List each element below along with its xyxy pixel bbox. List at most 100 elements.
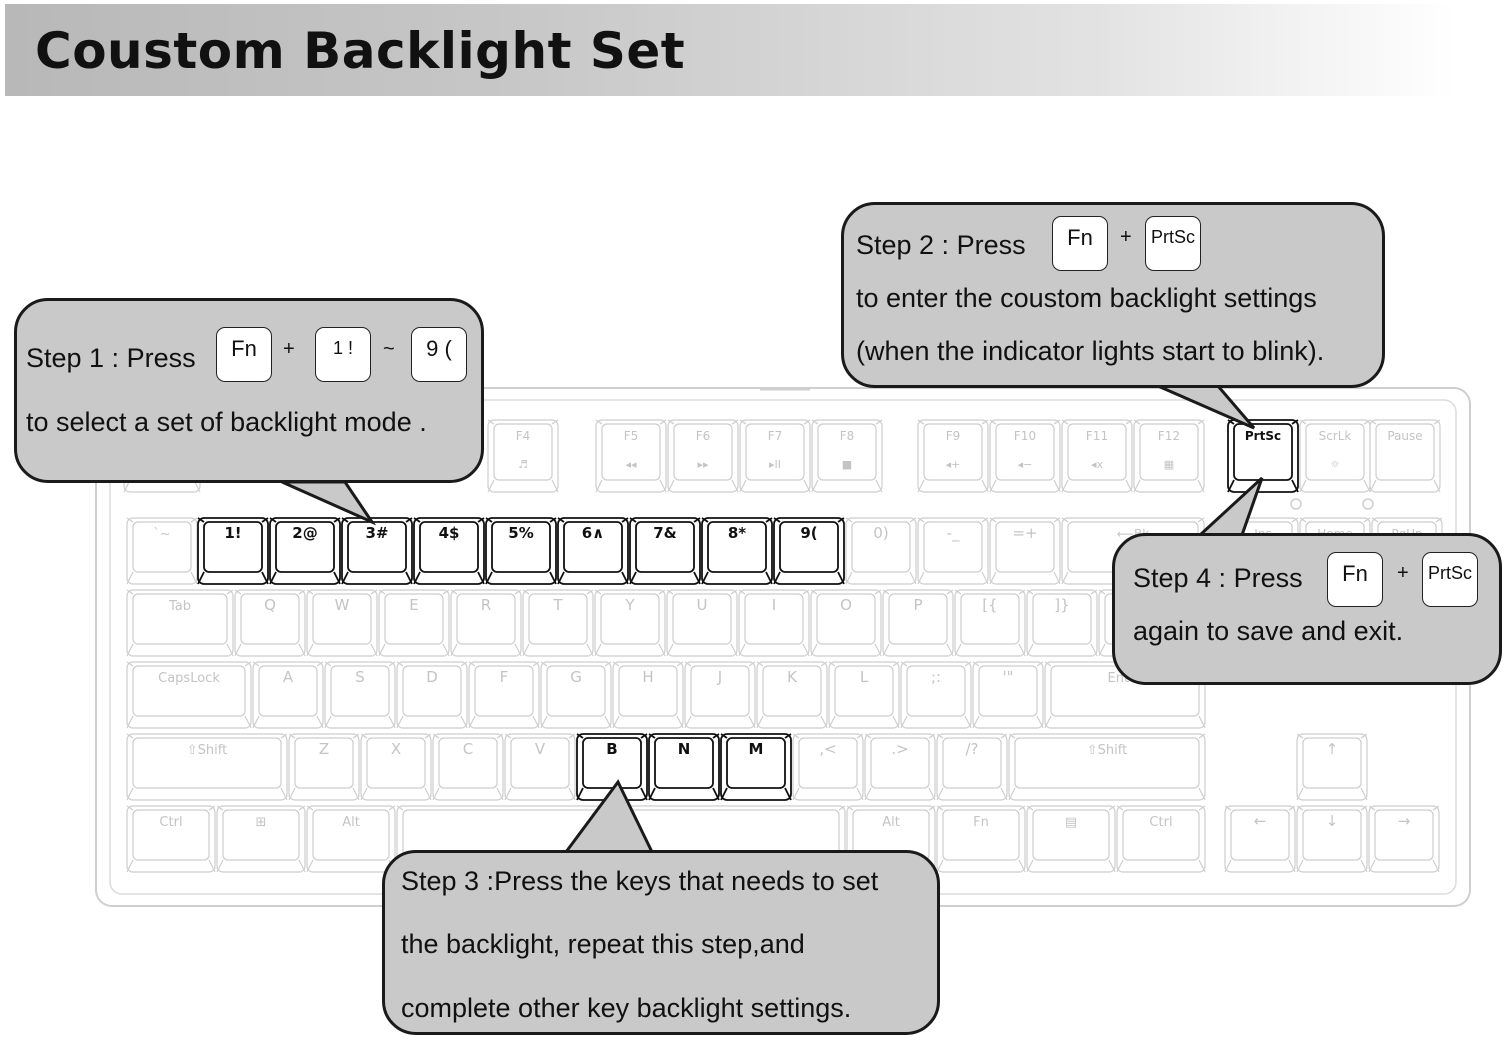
fkey-f12-sublabel: ▦ [1164, 458, 1174, 471]
numrow-key-3-label: 3# [365, 524, 388, 542]
qrow-key-2: W [306, 589, 378, 657]
fkey-f4-sublabel: ♬ [518, 458, 528, 471]
fkey-f10: F10 ◂− [989, 419, 1061, 493]
fkey-pause: Pause [1369, 419, 1441, 493]
zrow-key-8-label: ,< [819, 740, 836, 758]
left-shift-key-label: ⇧Shift [187, 743, 227, 758]
fkey-f10-sublabel: ◂− [1018, 458, 1033, 471]
qrow-key-11-label: [{ [982, 596, 997, 614]
numrow-key-6-label: 6∧ [582, 524, 605, 542]
numrow-key-7: 7& [629, 517, 701, 585]
fkey-f8-label: F8 [840, 429, 855, 443]
capslock-key: CapsLock [126, 661, 252, 729]
numrow-key-7-label: 7& [653, 524, 677, 542]
fkey-f10-label: F10 [1014, 429, 1036, 443]
qrow-key-10-label: P [913, 596, 922, 614]
qrow-key-4-label: R [481, 596, 491, 614]
fkey-f4-label: F4 [516, 429, 531, 443]
arrow-right-key-label: → [1398, 812, 1411, 830]
left-shift-key: ⇧Shift [126, 733, 288, 801]
zrow-key-10-label: /? [965, 740, 978, 758]
numrow-key-2: 2@ [269, 517, 341, 585]
step1-key-1: 1 ! [315, 327, 371, 382]
zrow-key-1: Z [288, 733, 360, 801]
arow-key-11-label: '" [1002, 668, 1013, 686]
numrow-key-8: 8* [701, 517, 773, 585]
bottom-key-5-label: Fn [973, 815, 989, 830]
arrow-up-key-label: ↑ [1326, 740, 1339, 758]
step2-prefix: Step 2 : Press [856, 230, 1026, 260]
bottom-key-1-label: ⊞ [256, 815, 267, 830]
fkey-f12-label: F12 [1158, 429, 1180, 443]
qrow-key-12-label: ]} [1054, 596, 1069, 614]
step2-callout: Step 2 : Press Fn + PrtSc to enter the c… [841, 202, 1385, 388]
qrow-key-5-label: T [552, 596, 563, 614]
bottom-key-4-label: Alt [882, 815, 900, 830]
numrow-key-10: 0) [845, 517, 917, 585]
fkey-f12: F12 ▦ [1133, 419, 1205, 493]
numrow-key-5-label: 5% [508, 524, 533, 542]
qrow-key-7-label: U [697, 596, 708, 614]
numrow-key-1-label: 1! [224, 524, 241, 542]
arrow-down-key-label: ↓ [1326, 812, 1339, 830]
bottom-key-6-label: ▤ [1065, 815, 1077, 830]
bottom-key-2: Alt [306, 805, 396, 873]
arow-key-8-label: K [787, 668, 798, 686]
step4-line2: again to save and exit. [1133, 616, 1404, 646]
arow-key-7: J [684, 661, 756, 729]
fkey-prtsc-label: PrtSc [1245, 429, 1281, 443]
qrow-key-3-label: E [409, 596, 418, 614]
fkey-f11: F11◂x [1061, 419, 1133, 493]
bottom-key-0: Ctrl [126, 805, 216, 873]
numrow-key-3: 3# [341, 517, 413, 585]
qrow-key-8: I [738, 589, 810, 657]
page-title: Coustom Backlight Set [35, 22, 686, 80]
right-shift-key-label: ⇧Shift [1087, 743, 1127, 758]
qrow-key-1-label: Q [264, 596, 276, 614]
bottom-key-7: Ctrl [1116, 805, 1206, 873]
fkey-f7-sublabel: ▸II [769, 458, 781, 471]
fkey-scrlk-sublabel: ☼ [1330, 458, 1340, 471]
numrow-key-11: -_ [917, 517, 989, 585]
fkey-f5-sublabel: ◂◂ [625, 458, 637, 471]
fkey-f5: F5◂◂ [595, 419, 667, 493]
fkey-f9-label: F9 [946, 429, 961, 443]
indicator-light-1 [1362, 498, 1374, 510]
arow-key-5: G [540, 661, 612, 729]
arow-key-7-label: J [717, 668, 722, 686]
step3-line3: complete other key backlight settings. [401, 993, 852, 1023]
fkey-f4: F4 ♬ [487, 419, 559, 493]
capslock-key-label: CapsLock [158, 671, 220, 686]
numrow-key-12-label: =+ [1012, 524, 1037, 542]
arrow-left-key-label: ← [1254, 812, 1267, 830]
arow-key-11: '" [972, 661, 1044, 729]
numrow-key-0-label: `~ [153, 527, 170, 542]
arow-key-2: S [324, 661, 396, 729]
zrow-key-3: C [432, 733, 504, 801]
numrow-key-0: `~ [126, 517, 198, 585]
qrow-key-2-label: W [335, 596, 350, 614]
fkey-f8-sublabel: ■ [842, 458, 852, 471]
zrow-key-2-label: X [391, 740, 401, 758]
step1-line2: to select a set of backlight mode . [26, 407, 427, 437]
zrow-key-2: X [360, 733, 432, 801]
qrow-key-7: U [666, 589, 738, 657]
fkey-f9: F9◂+ [917, 419, 989, 493]
step1-prefix: Step 1 : Press [26, 343, 196, 373]
arow-key-9-label: L [860, 668, 869, 686]
zrow-key-6-label: N [678, 740, 691, 758]
numrow-key-4: 4$ [413, 517, 485, 585]
step2-line2: to enter the coustom backlight settings [856, 283, 1317, 313]
arow-key-3-label: D [426, 668, 438, 686]
numrow-key-2-label: 2@ [292, 524, 317, 542]
numrow-key-11-label: -_ [947, 524, 960, 543]
qrow-key-5: T [522, 589, 594, 657]
step1-plus: + [283, 338, 295, 360]
fkey-f6-sublabel: ▸▸ [697, 458, 709, 471]
arrow-right-key: → [1368, 805, 1440, 873]
qrow-key-12: ]} [1026, 589, 1098, 657]
qrow-key-11: [{ [954, 589, 1026, 657]
step4-callout: Step 4 : Press Fn + PrtSc again to save … [1112, 533, 1502, 685]
numrow-key-12: =+ [989, 517, 1061, 585]
